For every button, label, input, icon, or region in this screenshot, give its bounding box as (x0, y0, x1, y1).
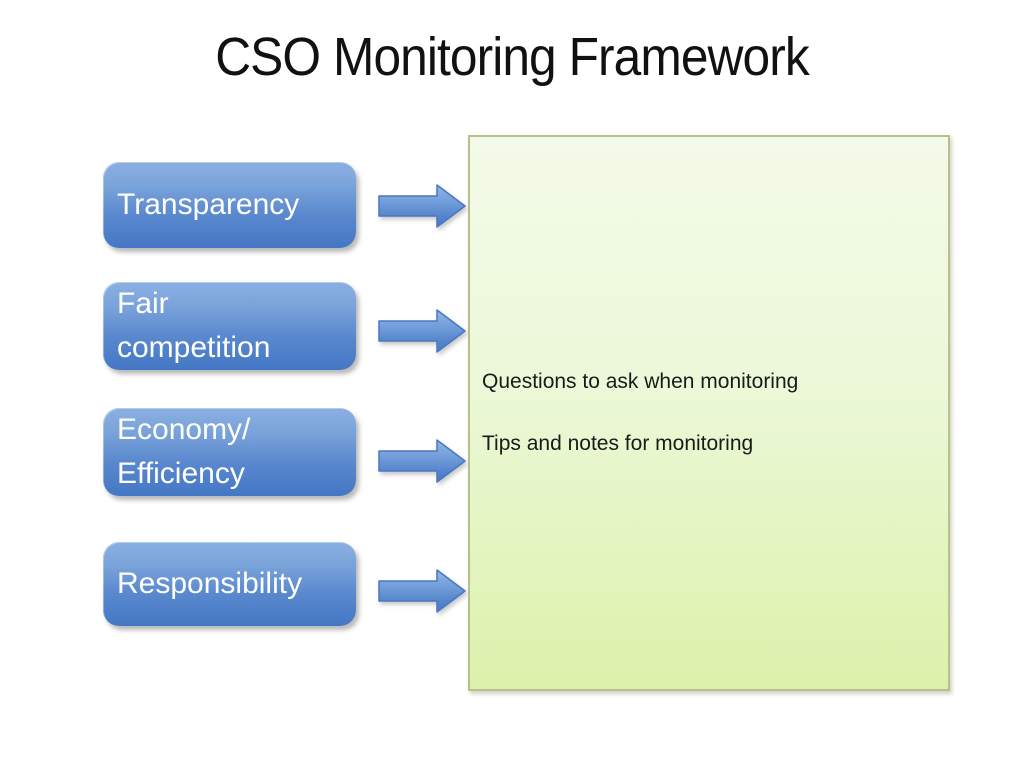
shape-label-line1: Fair (117, 287, 169, 320)
shape-label-line1: Economy/ (117, 413, 251, 446)
notes-panel: Questions to ask when monitoring Tips an… (468, 135, 950, 691)
shape-label: Responsibility (117, 567, 303, 600)
right-arrow-icon (378, 184, 466, 228)
shape-transparency: Transparency (103, 162, 356, 248)
shape-responsibility: Responsibility (103, 542, 356, 626)
right-arrow-icon (378, 439, 466, 483)
right-arrow-icon (378, 569, 466, 613)
panel-tips-text: Tips and notes for monitoring (482, 432, 754, 455)
panel-questions-text: Questions to ask when monitoring (482, 370, 799, 393)
slide-title: CSO Monitoring Framework (215, 27, 809, 87)
shape-label-line2: competition (117, 331, 271, 364)
right-arrow-icon (378, 309, 466, 353)
shape-fair-competition: Fair competition (103, 282, 356, 370)
shape-label: Transparency (117, 188, 300, 221)
shape-economy-efficiency: Economy/ Efficiency (103, 408, 356, 496)
shape-label-line2: Efficiency (117, 457, 245, 490)
